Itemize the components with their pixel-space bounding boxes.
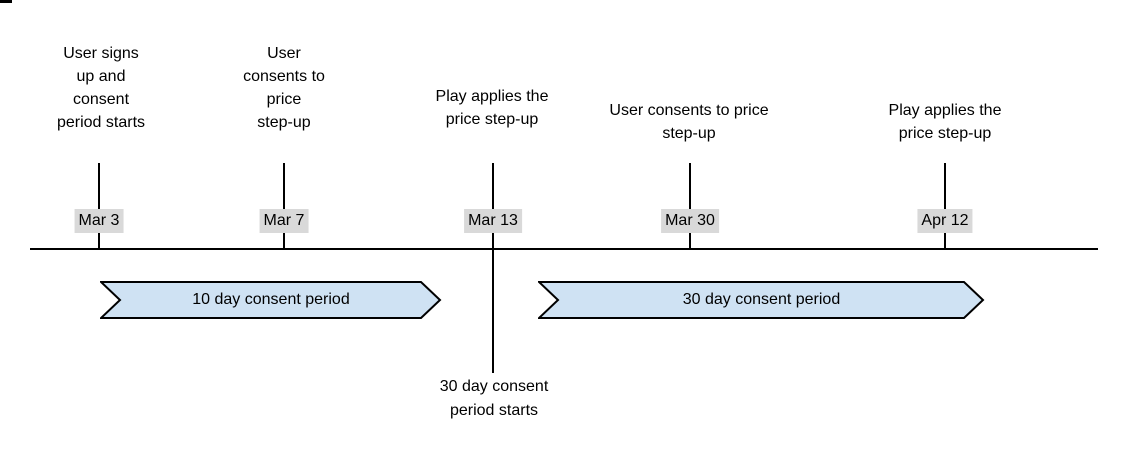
date-chip-mar-3: Mar 3 — [74, 209, 124, 233]
date-chip-apr-12: Apr 12 — [917, 209, 973, 233]
date-chip-mar-30: Mar 30 — [661, 209, 719, 233]
period-arrow-30-day-label: 30 day consent period — [682, 291, 841, 308]
tick-apr-12 — [944, 163, 946, 250]
corner-mark — [0, 0, 12, 3]
ribbon-arrow-shape — [538, 281, 985, 319]
tick-mar-3 — [98, 163, 100, 250]
ribbon-arrow-shape — [100, 281, 442, 319]
event-label-mar-3: User signs up and consent period starts — [56, 45, 146, 131]
timeline-line — [30, 248, 1098, 250]
tick-mar-30 — [689, 163, 691, 250]
period-arrow-10-day: 10 day consent period — [100, 281, 442, 319]
date-chip-mar-13: Mar 13 — [464, 209, 522, 233]
event-label-mar-7: User consents to price step-up — [243, 45, 325, 131]
event-label-mar-13: Play applies the price step-up — [435, 88, 549, 128]
tick-mar-7 — [283, 163, 285, 250]
period-arrow-30-day: 30 day consent period — [538, 281, 985, 319]
below-label-mar-13: 30 day consent period starts — [439, 378, 549, 419]
date-chip-mar-7: Mar 7 — [259, 209, 309, 233]
period-arrow-10-day-label: 10 day consent period — [192, 291, 350, 308]
event-label-mar-30: User consents to price step-up — [609, 102, 769, 142]
tick-mar-13 — [492, 163, 494, 373]
event-label-apr-12: Play applies the price step-up — [888, 102, 1002, 142]
